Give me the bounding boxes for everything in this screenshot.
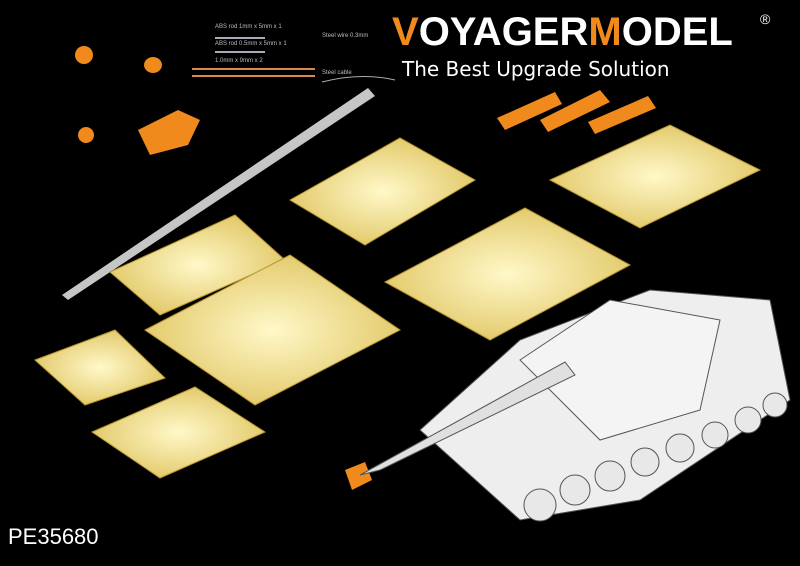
spec-label: Steel wire 0.3mm <box>322 33 369 39</box>
logo-text-oyager: OYAGER <box>418 10 589 54</box>
resin-parts <box>75 46 656 490</box>
product-code: PE35680 <box>8 524 99 549</box>
logo-text-odel: ODEL <box>621 10 733 54</box>
registered-mark: ® <box>760 11 771 27</box>
logo-letter-m: M <box>588 10 622 54</box>
brand-tagline: The Best Upgrade Solution <box>402 57 670 81</box>
gun-barrel <box>62 88 375 300</box>
photo-etch-frets <box>34 124 762 479</box>
logo-letter-v: V <box>392 10 419 54</box>
spec-label: ABS rod 1mm x 5mm x 1 <box>215 24 282 30</box>
spec-label: Steel cable <box>322 70 352 76</box>
tank-render <box>359 289 791 522</box>
spec-label: ABS rod 0.5mm x 5mm x 1 <box>215 41 287 47</box>
steel-cable <box>321 75 396 83</box>
spec-label: 1.0mm x 9mm x 2 <box>215 58 263 64</box>
brand-logo: VOYAGERMODEL <box>392 12 733 52</box>
